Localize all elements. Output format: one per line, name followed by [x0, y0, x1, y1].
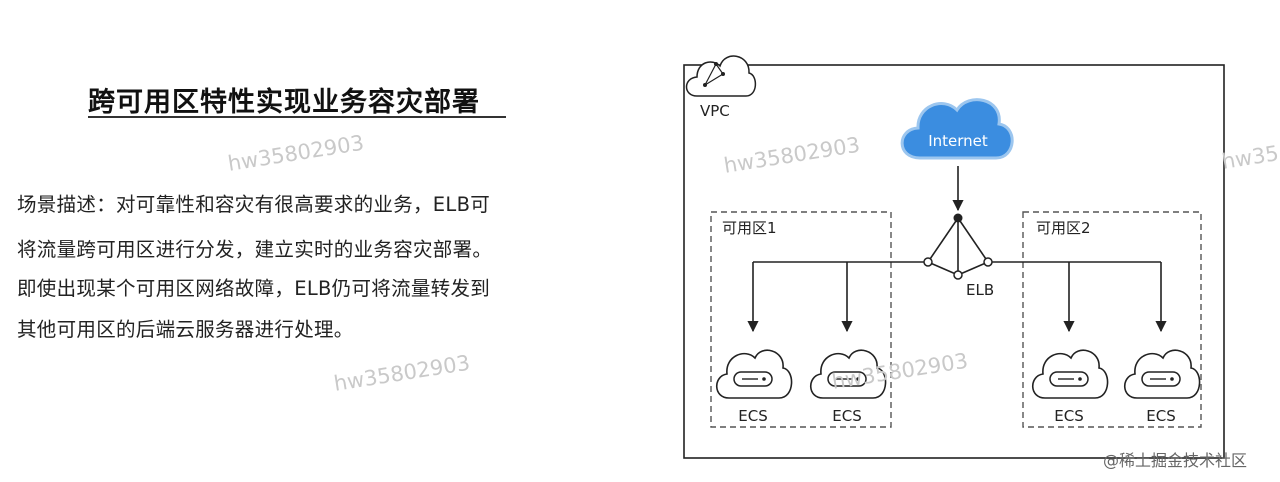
title-underline — [88, 116, 506, 118]
vpc-frame — [683, 64, 1225, 459]
description-line-1: 场景描述：对可靠性和容灾有很高要求的业务，ELB可 — [17, 193, 491, 216]
ecs-label-4: ECS — [1146, 407, 1175, 425]
zone-1-frame — [710, 211, 892, 428]
ecs-label-2: ECS — [832, 407, 861, 425]
ecs-label-1: ECS — [738, 407, 767, 425]
zone-2-label: 可用区2 — [1036, 219, 1091, 237]
elb-icon — [923, 213, 993, 280]
footer-credit: @稀土掘金技术社区 — [1103, 451, 1248, 470]
ecs-server-icon-2 — [809, 349, 887, 399]
zone-1-label: 可用区1 — [722, 219, 777, 237]
description-line-3: 即使出现某个可用区网络故障，ELB仍可将流量转发到 — [17, 277, 491, 300]
ecs-label-3: ECS — [1054, 407, 1083, 425]
description-line-2: 将流量跨可用区进行分发，建立实时的业务容灾部署。 — [17, 238, 493, 261]
ecs-server-icon-1 — [715, 349, 793, 399]
internet-label: Internet — [928, 132, 988, 150]
vpc-label: VPC — [700, 102, 730, 120]
description-line-4: 其他可用区的后端云服务器进行处理。 — [17, 318, 354, 341]
ecs-server-icon-4 — [1123, 349, 1201, 399]
elb-label: ELB — [966, 281, 994, 299]
vpc-cloud-icon — [685, 55, 757, 97]
ecs-server-icon-3 — [1031, 349, 1109, 399]
internet-cloud-icon — [900, 98, 1014, 160]
page-title: 跨可用区特性实现业务容灾部署 — [88, 87, 480, 118]
zone-2-frame — [1022, 211, 1202, 428]
